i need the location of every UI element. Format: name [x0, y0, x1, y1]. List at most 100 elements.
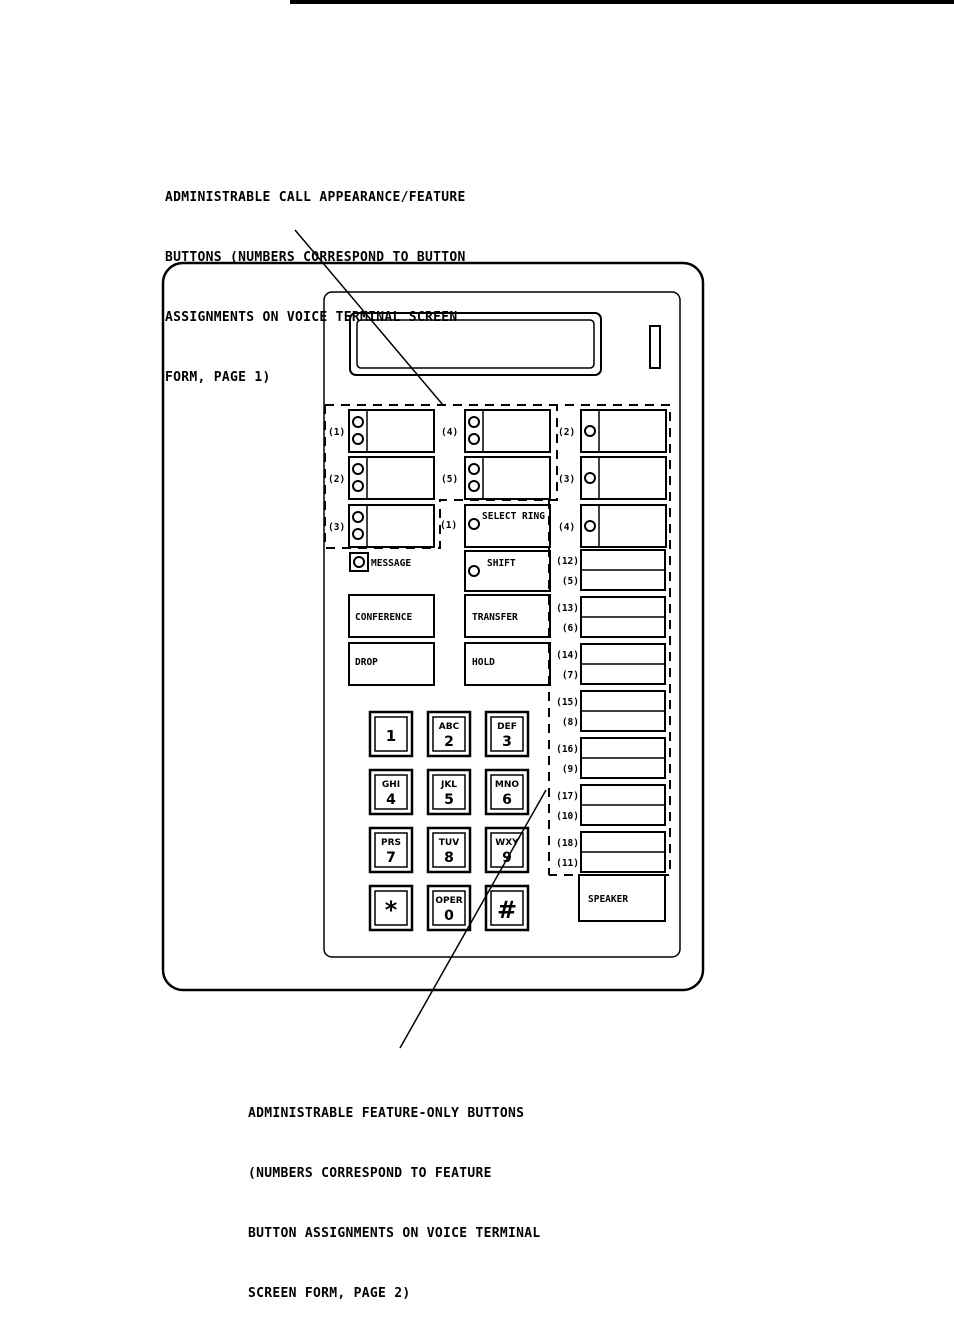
button-number-label: (2) [328, 474, 345, 485]
button-number-label: (17) [556, 791, 579, 802]
select-ring-button[interactable]: SELECT RING(1) [440, 504, 551, 548]
transfer-button[interactable]: TRANSFER [464, 594, 551, 638]
status-led-icon [468, 565, 480, 577]
button-frame [348, 456, 435, 500]
shift-button[interactable]: SHIFT [464, 550, 551, 592]
feature-button-pair[interactable]: (18) (11) [556, 831, 666, 873]
key-inner [374, 716, 408, 752]
feature-button-pair[interactable]: (13)(6) [556, 596, 666, 638]
key-digit: 3 [502, 734, 512, 750]
status-led-icon [468, 433, 480, 445]
call-appearance-button[interactable]: (1) [328, 409, 435, 453]
key-letters: OPER [435, 896, 462, 906]
button-frame [580, 504, 667, 548]
button-frame [348, 504, 435, 548]
key-inner [374, 832, 408, 868]
key-letters: GHI [382, 780, 400, 790]
button-number-label: (18) [556, 838, 579, 849]
feature-button-pair[interactable]: (14)(7) [556, 643, 666, 685]
leader-line-bottom [399, 789, 547, 1049]
button-frame [464, 456, 551, 500]
callout-line: ADMINISTRABLE CALL APPEARANCE/FEATURE [165, 190, 466, 205]
call-appearance-button[interactable]: (5) [441, 456, 551, 500]
keypad-key-3[interactable]: DEF 3 [484, 710, 530, 758]
key-letters: MNO [495, 780, 519, 790]
status-led-icon [352, 528, 364, 540]
call-appearance-region-border [324, 405, 558, 549]
status-led-icon [584, 425, 596, 437]
key-digit: 8 [444, 850, 454, 866]
display-screen [356, 319, 595, 369]
button-number-label: (4) [441, 427, 458, 438]
hold-button[interactable]: HOLD [464, 642, 551, 686]
key-letters: DEF [497, 722, 517, 732]
status-led-icon [353, 556, 365, 568]
display-outer [349, 312, 602, 376]
call-appearance-button[interactable]: (3) [328, 504, 435, 548]
key-outer [426, 710, 472, 758]
button-frame [348, 594, 435, 638]
button-frame [464, 642, 551, 686]
transfer-button-label: TRANSFER [472, 612, 518, 623]
button-frame [464, 409, 551, 453]
key-outer [426, 768, 472, 816]
feature-button-pair[interactable]: (15)(8) [556, 690, 666, 732]
call-appearance-button[interactable]: (2) [328, 456, 435, 500]
header-rule [290, 0, 954, 4]
button-number-label: (3) [558, 474, 575, 485]
message-button[interactable]: MESSAGE [349, 552, 411, 572]
keypad-key-1[interactable]: 1 [368, 710, 414, 758]
status-led-icon [584, 520, 596, 532]
message-label: MESSAGE [371, 558, 411, 569]
speaker-button[interactable]: SPEAKER [578, 874, 666, 922]
keypad-key-6[interactable]: MNO 6 [484, 768, 530, 816]
feature-button-pair[interactable]: (16)(9) [556, 737, 666, 779]
keypad-key-9[interactable]: WXY9 [484, 826, 530, 874]
feature-only-buttons: (12)(5)(13)(6)(14)(7)(15)(8)(16)(9)(17)(… [556, 549, 666, 873]
button-number-label: (8) [562, 717, 579, 728]
key-inner [432, 890, 466, 926]
callout-line: FORM, PAGE 1) [165, 370, 271, 385]
button-number-label: (5) [441, 474, 458, 485]
key-inner [374, 774, 408, 810]
callout-line: ADMINISTRABLE FEATURE-ONLY BUTTONS [248, 1106, 525, 1121]
key-digit: 6 [502, 792, 512, 808]
drop-button[interactable]: DROP [348, 642, 435, 686]
button-number-label: (2) [558, 427, 575, 438]
call-appearance-button[interactable]: (4) [558, 504, 667, 548]
button-frame [580, 409, 667, 453]
key-outer [368, 826, 414, 874]
feature-button-pair[interactable]: (17)(10) [556, 784, 666, 826]
call-appearance-button[interactable]: (2) [558, 409, 667, 453]
call-appearance-button[interactable]: (4) [441, 409, 551, 453]
shift-label: SHIFT [487, 558, 516, 569]
key-inner [490, 774, 524, 810]
button-frame [348, 642, 435, 686]
keypad-key-*[interactable]: * [368, 884, 414, 932]
faceplate [323, 291, 681, 958]
call-appearance-button[interactable]: (3) [558, 456, 667, 500]
key-outer [368, 768, 414, 816]
key-digit: * [385, 896, 398, 924]
conference-button-label: CONFERENCE [355, 612, 412, 623]
button-frame [464, 504, 551, 548]
status-led-icon [352, 480, 364, 492]
conference-button[interactable]: CONFERENCE [348, 594, 435, 638]
key-digit: 5 [444, 792, 454, 808]
status-led-icon [352, 433, 364, 445]
feature-button-pair[interactable]: (12)(5) [556, 549, 666, 591]
key-outer [484, 710, 530, 758]
hold-button-label: HOLD [472, 657, 495, 668]
keypad-key-#[interactable]: # [484, 884, 530, 932]
callout-line: SCREEN FORM, PAGE 2) [248, 1286, 411, 1301]
status-led-icon [352, 416, 364, 428]
button-number-label: (11) [556, 858, 579, 869]
status-led-icon [468, 518, 480, 530]
status-led-icon [352, 463, 364, 475]
